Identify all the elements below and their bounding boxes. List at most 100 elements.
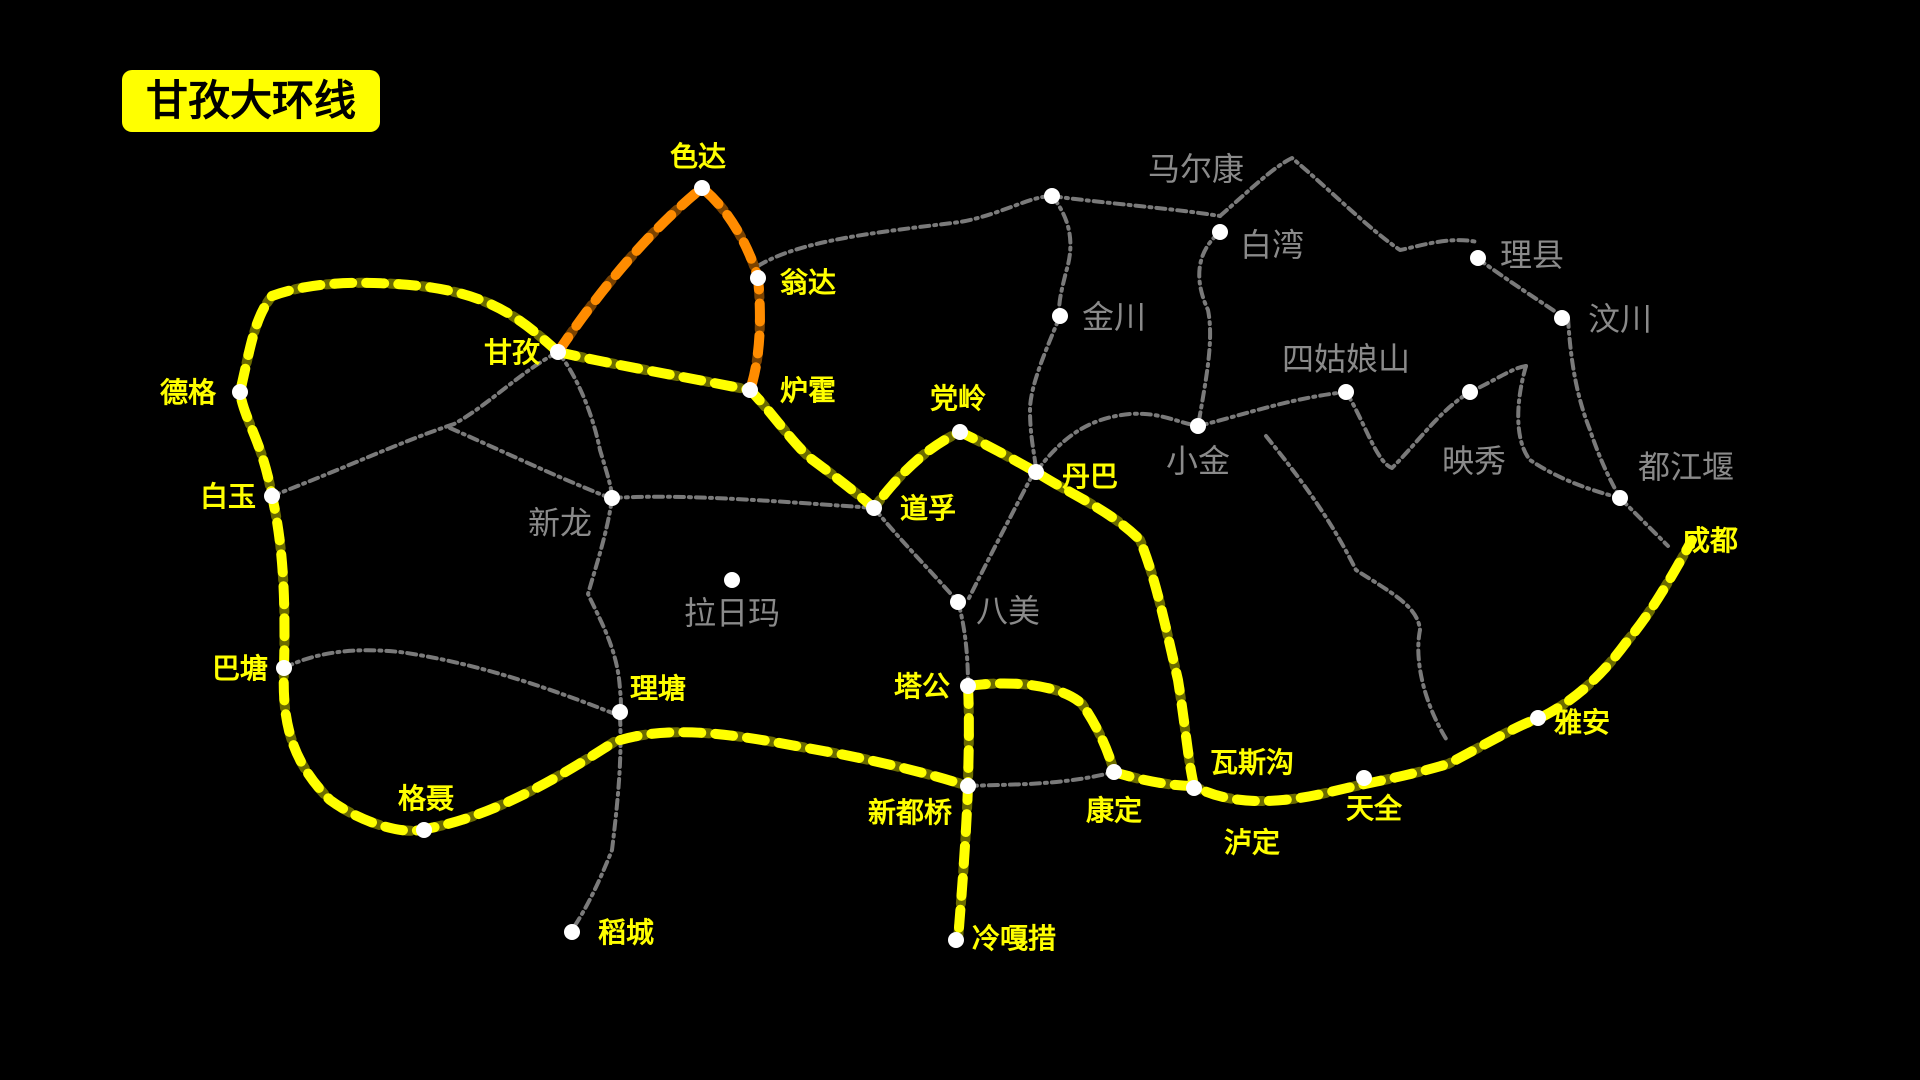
town-seda[interactable]: 色达 bbox=[670, 140, 726, 196]
secondary-roads bbox=[270, 156, 1670, 932]
town-wenchuan[interactable]: 汶川 bbox=[1554, 300, 1652, 338]
town-litang[interactable]: 理塘 bbox=[612, 672, 686, 720]
town-marker-icon bbox=[960, 678, 976, 694]
town-baiwan[interactable]: 白湾 bbox=[1212, 224, 1304, 264]
town-bamei[interactable]: 八美 bbox=[950, 592, 1040, 630]
town-ganzi[interactable]: 甘孜 bbox=[484, 336, 566, 369]
town-dangling[interactable]: 党岭 bbox=[930, 382, 986, 440]
road-danba-bamei bbox=[966, 470, 1036, 602]
town-marker-icon bbox=[416, 822, 432, 838]
town-label: 巴塘 bbox=[212, 652, 268, 685]
route-tagong-kangding bbox=[963, 678, 1199, 791]
road-litang-daocheng bbox=[570, 714, 623, 932]
town-label: 瓦斯沟 bbox=[1210, 746, 1294, 779]
town-marker-icon bbox=[550, 344, 566, 360]
seda-detour-route bbox=[553, 183, 765, 395]
town-yingxiu[interactable]: 映秀 bbox=[1442, 384, 1506, 480]
town-label: 天全 bbox=[1346, 792, 1403, 825]
town-label: 都江堰 bbox=[1638, 448, 1734, 486]
town-kangding[interactable]: 康定 bbox=[1086, 764, 1142, 827]
town-label: 稻城 bbox=[598, 916, 654, 949]
town-siguniangshan[interactable]: 四姑娘山 bbox=[1282, 340, 1410, 400]
town-label: 新龙 bbox=[528, 504, 592, 542]
road-jinchuan-danba bbox=[1028, 314, 1062, 474]
town-marker-icon bbox=[866, 500, 882, 516]
town-marker-icon bbox=[1462, 384, 1478, 400]
town-label: 映秀 bbox=[1442, 442, 1506, 480]
town-lixian[interactable]: 理县 bbox=[1470, 236, 1564, 274]
town-marker-icon bbox=[1052, 308, 1068, 324]
town-tagong[interactable]: 塔公 bbox=[894, 670, 976, 703]
town-xinduqiao[interactable]: 新都桥 bbox=[868, 778, 976, 829]
town-label: 四姑娘山 bbox=[1282, 340, 1410, 378]
town-label: 塔公 bbox=[894, 670, 950, 703]
town-dege[interactable]: 德格 bbox=[160, 376, 248, 409]
town-yaan[interactable]: 雅安 bbox=[1530, 706, 1610, 739]
town-batang[interactable]: 巴塘 bbox=[212, 652, 292, 685]
town-gesong[interactable]: 格聂 bbox=[398, 782, 454, 838]
road-maerkang-baiwan bbox=[1050, 194, 1222, 218]
road-maerkang-jinchuan bbox=[1050, 194, 1073, 318]
road-junction-xinlong bbox=[448, 426, 612, 500]
town-marker-icon bbox=[276, 660, 292, 676]
town-lariima[interactable]: 拉日玛 bbox=[684, 572, 780, 632]
town-markers: 色达 翁达 甘孜 炉霍 德格 白玉 bbox=[160, 140, 1738, 955]
town-marker-icon bbox=[232, 384, 248, 400]
town-label: 白玉 bbox=[200, 480, 256, 513]
town-dujiangyan[interactable]: 都江堰 bbox=[1612, 448, 1734, 506]
town-daocheng[interactable]: 稻城 bbox=[564, 916, 654, 949]
town-wengda[interactable]: 翁达 bbox=[750, 266, 836, 299]
town-label: 理县 bbox=[1500, 236, 1564, 274]
town-lenggacuo[interactable]: 冷嘎措 bbox=[948, 922, 1056, 955]
road-lixian-wenchuan bbox=[1475, 256, 1564, 318]
town-marker-icon bbox=[264, 488, 280, 504]
town-label: 冷嘎措 bbox=[972, 922, 1056, 955]
town-marker-icon bbox=[1028, 464, 1044, 480]
town-label: 新都桥 bbox=[868, 796, 952, 829]
town-xinlong[interactable]: 新龙 bbox=[528, 490, 620, 542]
town-wasigou[interactable]: 瓦斯沟 bbox=[1210, 746, 1294, 779]
town-daofu[interactable]: 道孚 bbox=[866, 492, 956, 525]
town-baiyu[interactable]: 白玉 bbox=[200, 480, 280, 513]
town-marker-icon bbox=[1356, 770, 1372, 786]
town-marker-icon bbox=[1190, 418, 1206, 434]
town-xiaojin[interactable]: 小金 bbox=[1166, 418, 1230, 480]
route-main-loop bbox=[553, 347, 1697, 806]
road-xiaojin-tianquan bbox=[1264, 434, 1450, 744]
road-xiaojin-siguniangshan bbox=[1196, 390, 1348, 428]
town-marker-icon bbox=[1186, 780, 1202, 796]
town-maerkang[interactable]: 马尔康 bbox=[1044, 150, 1244, 204]
town-marker-icon bbox=[750, 270, 766, 286]
town-label: 成都 bbox=[1682, 524, 1738, 557]
town-luhuo[interactable]: 炉霍 bbox=[742, 374, 836, 407]
road-wengda-maerkang bbox=[756, 194, 1054, 268]
town-marker-icon bbox=[1530, 710, 1546, 726]
town-label: 汶川 bbox=[1588, 300, 1652, 338]
town-danba[interactable]: 丹巴 bbox=[1028, 460, 1118, 493]
road-baiwan-lixian bbox=[1218, 156, 1479, 252]
road-siguniangshan-yingxiu bbox=[1344, 364, 1528, 470]
town-jinchuan[interactable]: 金川 bbox=[1052, 298, 1146, 336]
route-seda-detour bbox=[553, 183, 765, 395]
town-label: 马尔康 bbox=[1148, 150, 1244, 188]
town-label: 格聂 bbox=[398, 782, 454, 815]
town-marker-icon bbox=[1338, 384, 1354, 400]
town-label: 拉日玛 bbox=[684, 594, 780, 632]
town-marker-icon bbox=[1106, 764, 1122, 780]
road-batang-litang bbox=[282, 648, 622, 718]
town-label: 炉霍 bbox=[780, 374, 836, 407]
town-label: 小金 bbox=[1166, 442, 1230, 480]
road-wenchuan-dujiangyan bbox=[1566, 316, 1622, 500]
main-loop-routes bbox=[235, 277, 1697, 945]
town-marker-icon bbox=[1554, 310, 1570, 326]
town-marker-icon bbox=[742, 382, 758, 398]
road-bamei-tagong bbox=[956, 600, 970, 688]
town-label: 翁达 bbox=[780, 266, 836, 299]
town-marker-icon bbox=[1044, 188, 1060, 204]
town-luding[interactable]: 泸定 bbox=[1186, 780, 1280, 859]
town-label: 色达 bbox=[670, 140, 726, 173]
town-marker-icon bbox=[694, 180, 710, 196]
route-north-loop bbox=[235, 277, 973, 836]
town-chengdu[interactable]: 成都 bbox=[1682, 524, 1738, 557]
town-tianquan[interactable]: 天全 bbox=[1346, 770, 1403, 825]
